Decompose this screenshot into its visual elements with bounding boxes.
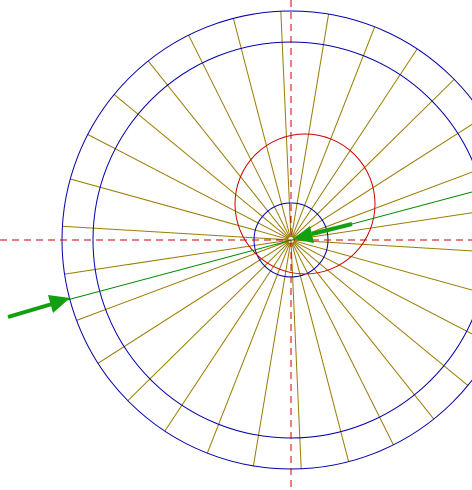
spoke-line	[292, 241, 469, 386]
spoke-line	[293, 240, 472, 291]
spoke-line	[291, 242, 350, 462]
spoke-line	[164, 242, 290, 432]
spoke-line	[290, 242, 302, 469]
spoke-line	[64, 239, 289, 275]
spoke-line	[293, 123, 472, 239]
arrow-icon-center	[293, 222, 353, 243]
spoke-line	[97, 241, 289, 364]
spoke-line	[292, 78, 455, 239]
spoke-line	[70, 178, 289, 240]
spoke-line	[113, 94, 290, 239]
spoke-line	[291, 242, 394, 446]
spoke-line	[291, 26, 376, 238]
spoke-line	[293, 212, 472, 241]
tangent-line	[66, 191, 472, 301]
spoke-line	[188, 34, 291, 238]
spoke-line	[76, 240, 289, 321]
spoke-line	[291, 14, 330, 238]
spoke-line	[87, 134, 289, 240]
spoke-line	[206, 242, 291, 454]
spoke-line	[252, 242, 291, 466]
spoke-line	[292, 48, 418, 238]
spoke-line	[293, 171, 472, 240]
spoke-line	[293, 240, 472, 335]
spoke-line	[280, 11, 292, 238]
arrow-icon-left	[7, 295, 70, 319]
spoke-line	[147, 60, 290, 239]
spokes-group	[62, 11, 472, 469]
spoke-line	[232, 18, 291, 238]
pitch-circle	[234, 133, 376, 275]
spoke-line	[62, 225, 289, 241]
spoke-line	[293, 239, 472, 252]
spoke-line	[292, 241, 435, 420]
spoke-line	[127, 241, 290, 402]
